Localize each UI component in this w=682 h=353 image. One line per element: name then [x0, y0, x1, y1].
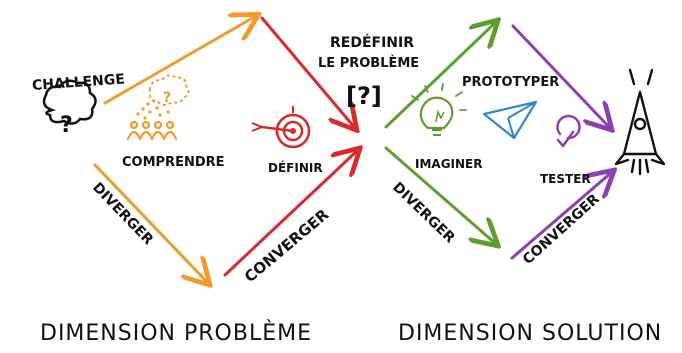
- imaginer-label: IMAGINER: [415, 157, 483, 171]
- definir-label: DÉFINIR: [268, 160, 323, 175]
- diverger-label-1: DIVERGER: [89, 180, 156, 249]
- paper-plane-icon: [482, 100, 538, 140]
- check-circle-icon: [556, 114, 581, 148]
- lightbulb-icon: [411, 83, 467, 136]
- redefinir-label-line2: LE PROBLÈME: [318, 55, 419, 71]
- rocket-icon: [614, 68, 666, 176]
- redefinir-label-line1: REDÉFINIR: [330, 34, 414, 51]
- arrow-challenge-to-top-orange: [103, 16, 256, 105]
- comprendre-label: COMPRENDRE: [122, 155, 225, 170]
- arrow-center-to-bottom-green: [384, 146, 496, 244]
- dimension-probleme-label: DIMENSION PROBLÈME: [40, 320, 312, 346]
- diverger-label-2: DIVERGER: [389, 179, 458, 246]
- svg-text:?: ?: [60, 113, 73, 138]
- arrow-bottom-to-center-red: [223, 150, 358, 277]
- arrow-top-to-rocket-purple: [511, 24, 610, 128]
- target-with-dart-icon: [251, 106, 311, 149]
- dimension-solution-label: DIMENSION SOLUTION: [398, 321, 662, 346]
- arrow-center-to-top-green: [384, 22, 496, 129]
- converger-label-2: CONVERGER: [520, 191, 603, 268]
- people-thinking-icon: ?: [126, 74, 190, 141]
- prototyper-label: PROTOTYPER: [462, 75, 559, 90]
- arrow-challenge-to-bottom-orange: [93, 163, 208, 283]
- svg-text:?: ?: [163, 90, 171, 106]
- thought-cloud-question-icon: ?: [42, 79, 97, 138]
- tester-label: TESTER: [540, 172, 591, 186]
- arrow-bottom-to-rocket-purple: [510, 172, 612, 260]
- arrow-top-to-center-red: [260, 16, 355, 128]
- bracket-question: [?]: [346, 82, 382, 110]
